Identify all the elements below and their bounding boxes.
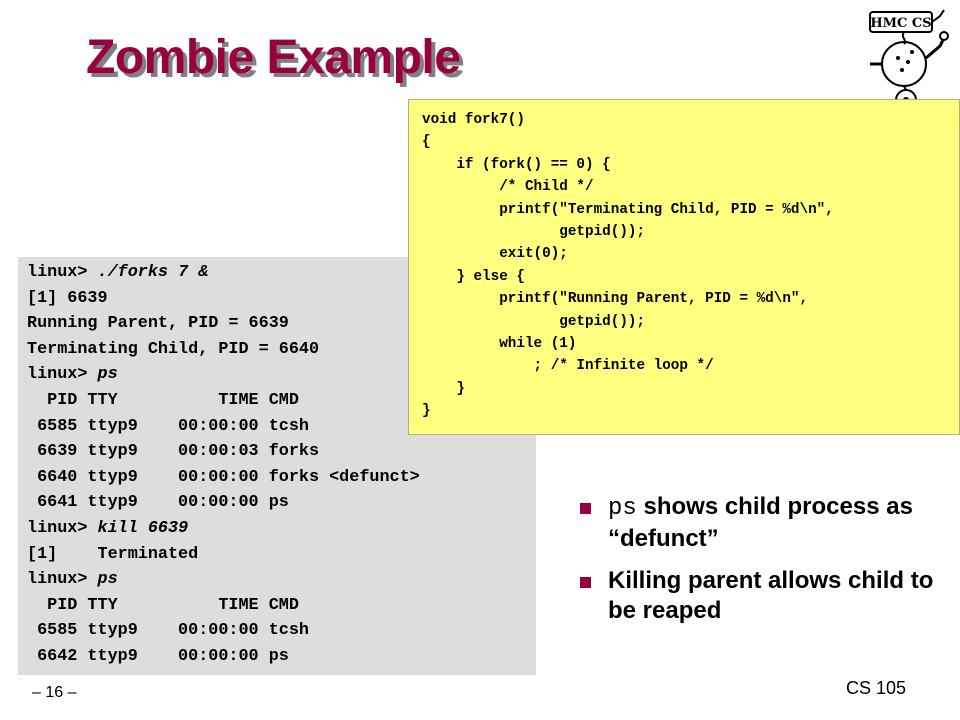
- terminal-line: [1] Terminated: [27, 545, 198, 564]
- terminal-text: PID TTY TIME CMD: [27, 391, 299, 410]
- page-number: – 16 –: [32, 684, 77, 701]
- bullet-list: ps shows child process as “defunct” Kill…: [580, 492, 940, 638]
- bullet-kill-parent: Killing parent allows child to be reaped: [580, 566, 940, 626]
- terminal-line: linux> ./forks 7 &: [27, 263, 208, 282]
- bullet-text: Killing parent allows child to be reaped: [608, 567, 934, 624]
- code-line: ; /* Infinite loop */: [422, 358, 714, 375]
- terminal-line: 6639 ttyp9 00:00:03 forks: [27, 442, 319, 461]
- code-line: while (1): [422, 336, 577, 352]
- terminal-line: 6641 ttyp9 00:00:00 ps: [27, 493, 289, 512]
- terminal-prompt: linux>: [27, 570, 98, 590]
- code-line: getpid());: [422, 313, 646, 330]
- terminal-command: kill 6639: [97, 519, 189, 538]
- terminal-command: ps: [97, 365, 118, 385]
- terminal-text: 6639 ttyp9 00:00:03 forks: [27, 442, 320, 462]
- code-line: printf("Terminating Child, PID = %d\n",: [422, 201, 834, 218]
- terminal-text: 6585 ttyp9 00:00:00 tcsh: [27, 621, 309, 641]
- terminal-command: ps: [97, 570, 118, 590]
- hmc-cs-robot-logo-icon: HMC CS: [869, 9, 949, 111]
- terminal-line: Running Parent, PID = 6639: [27, 314, 289, 333]
- code-line: void fork7(): [422, 112, 525, 128]
- terminal-text: 6641 ttyp9 00:00:00 ps: [27, 493, 289, 513]
- svg-text:HMC CS: HMC CS: [870, 16, 931, 31]
- terminal-command: ./forks 7 &: [97, 263, 209, 282]
- terminal-line: 6640 ttyp9 00:00:00 forks <defunct>: [27, 468, 420, 487]
- slide-title: Zombie Example: [86, 31, 461, 84]
- terminal-text: [1] Terminated: [27, 544, 199, 564]
- code-line: } else {: [422, 268, 525, 285]
- terminal-text: PID TTY TIME CMD: [27, 595, 299, 615]
- terminal-text: Terminating Child, PID = 6640: [27, 339, 320, 359]
- terminal-line: [1] 6639: [27, 289, 108, 308]
- square-bullet-icon: [580, 577, 591, 588]
- terminal-text: [1] 6639: [27, 288, 108, 308]
- terminal-line: PID TTY TIME CMD: [27, 391, 299, 410]
- terminal-line: linux> kill 6639: [27, 519, 188, 538]
- terminal-line: 6642 ttyp9 00:00:00 ps: [27, 647, 289, 666]
- bullet-mono-text: ps: [608, 495, 637, 522]
- terminal-line: linux> ps: [27, 365, 118, 384]
- terminal-line: 6585 ttyp9 00:00:00 tcsh: [27, 417, 309, 436]
- terminal-text: Running Parent, PID = 6639: [27, 314, 289, 334]
- terminal-line: linux> ps: [27, 570, 118, 589]
- terminal-line: Terminating Child, PID = 6640: [27, 340, 319, 359]
- bullet-ps-defunct: ps shows child process as “defunct”: [580, 492, 940, 554]
- code-line: /* Child */: [422, 179, 594, 196]
- code-line: printf("Running Parent, PID = %d\n",: [422, 291, 809, 308]
- terminal-text: 6642 ttyp9 00:00:00 ps: [27, 647, 289, 666]
- terminal-text: 6640 ttyp9 00:00:00 forks <defunct>: [27, 467, 420, 487]
- code-line: }: [422, 403, 431, 420]
- terminal-text: 6585 ttyp9 00:00:00 tcsh: [27, 416, 309, 436]
- code-line: if (fork() == 0) {: [422, 156, 611, 173]
- terminal-prompt: linux>: [27, 519, 98, 538]
- code-line: getpid());: [422, 224, 646, 240]
- bullet-text: shows child process as “defunct”: [608, 493, 913, 552]
- code-listing-fork7: void fork7() { if (fork() == 0) { /* Chil…: [408, 99, 960, 435]
- terminal-line: PID TTY TIME CMD: [27, 596, 299, 615]
- code-line: {: [422, 134, 431, 151]
- code-line: exit(0);: [422, 246, 568, 263]
- terminal-prompt: linux>: [27, 365, 98, 385]
- code-line: }: [422, 380, 465, 397]
- course-label: CS 105: [846, 678, 907, 698]
- terminal-prompt: linux>: [27, 263, 98, 282]
- square-bullet-icon: [580, 503, 591, 514]
- terminal-line: 6585 ttyp9 00:00:00 tcsh: [27, 621, 309, 640]
